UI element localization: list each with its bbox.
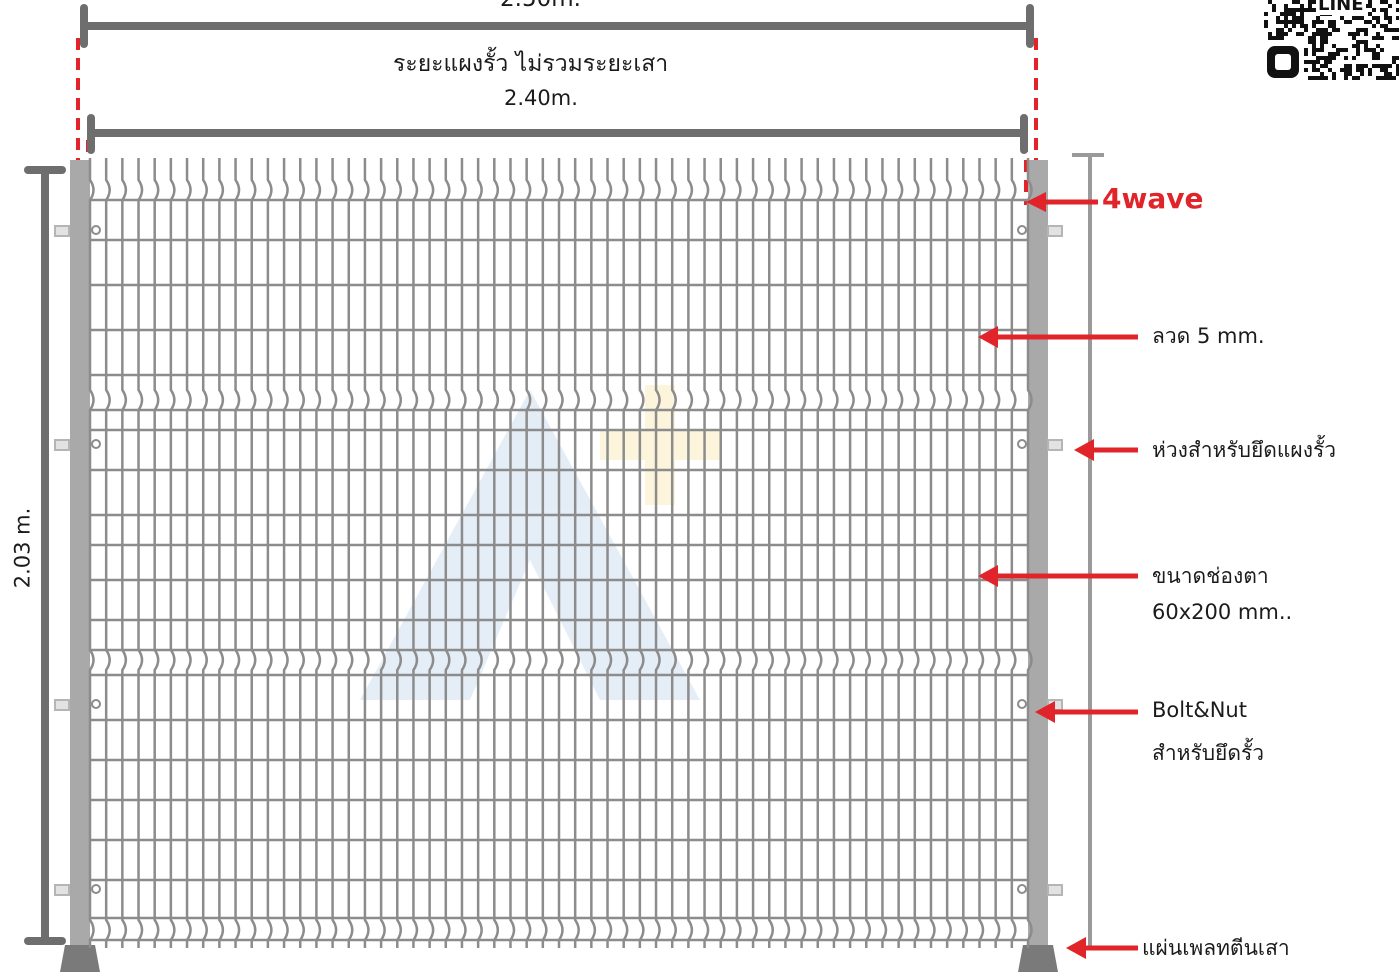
fence-mesh xyxy=(88,158,1033,948)
arrow-mesh xyxy=(978,565,1138,587)
arrow-loop xyxy=(1074,439,1138,461)
arrow-bolt xyxy=(1035,701,1138,723)
loop-label: ห่วงสำหรับยึดแผงรั้ว xyxy=(1152,438,1337,462)
bolt-label: Bolt&Nut xyxy=(1152,698,1247,722)
wire-label: ลวด 5 mm. xyxy=(1152,324,1265,348)
height-dimension xyxy=(24,166,66,945)
right-dimension xyxy=(1072,153,1104,950)
bolts xyxy=(91,225,1027,894)
arrow-wire xyxy=(978,326,1138,348)
overall-width-label: 2.50m. xyxy=(500,0,581,12)
qr-line-label: LINE xyxy=(1316,0,1366,15)
overall-width-dimension xyxy=(80,4,1034,48)
qr-code-icon[interactable] xyxy=(1264,0,1399,80)
height-label: 2.03 m. xyxy=(10,507,35,589)
left-base-plate xyxy=(60,945,100,972)
right-base-plate xyxy=(1018,945,1058,972)
wave-label: 4wave xyxy=(1102,182,1204,215)
callout-arrows xyxy=(978,192,1138,959)
mesh-size-value: 60x200 mm.. xyxy=(1152,600,1293,624)
bolt-purpose-label: สำหรับยึดรั้ว xyxy=(1152,741,1265,765)
arrow-wave xyxy=(1026,192,1098,212)
panel-range-title: ระยะแผงรั้ว ไม่รวมระยะเสา xyxy=(393,51,669,77)
mesh-size-label: ขนาดช่องตา xyxy=(1152,564,1269,588)
base-plate-label: แผ่นเพลทตีนเสา xyxy=(1142,936,1290,960)
arrow-base xyxy=(1066,937,1138,959)
panel-width-label: 2.40m. xyxy=(504,86,578,110)
left-post xyxy=(70,160,90,950)
right-post xyxy=(1028,160,1048,950)
panel-width-dimension xyxy=(87,114,1028,154)
